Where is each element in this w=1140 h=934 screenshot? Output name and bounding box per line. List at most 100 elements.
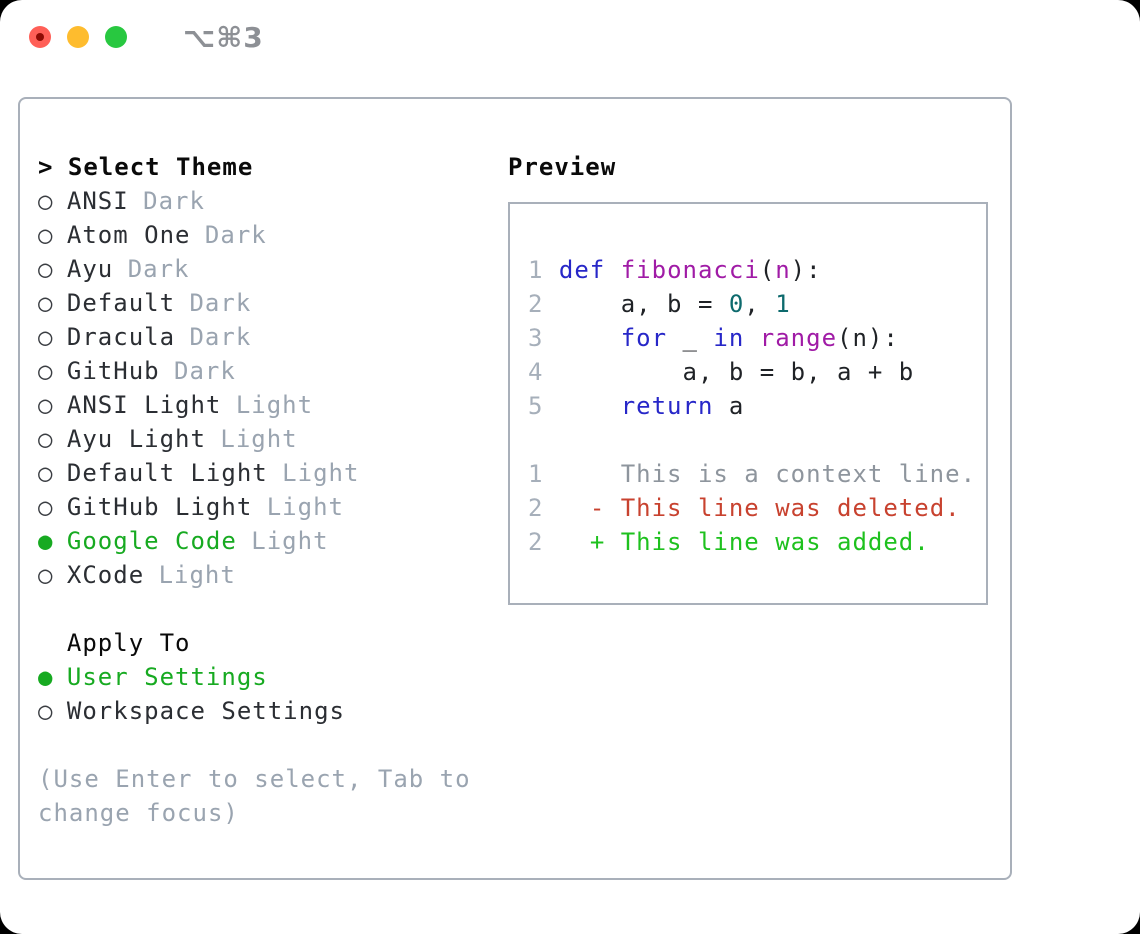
- theme-option[interactable]: ○ ANSI Dark: [38, 184, 508, 218]
- option-label: GitHub Light: [66, 493, 253, 521]
- minimize-button-icon[interactable]: [67, 26, 89, 48]
- apply-to-option[interactable]: ○ Workspace Settings: [38, 694, 508, 728]
- code-token: [543, 528, 589, 556]
- unselected-radio-icon: ○: [38, 221, 54, 249]
- code-token: [605, 256, 620, 284]
- code-token: 1: [775, 290, 791, 318]
- code-token: def: [558, 256, 606, 284]
- unsaved-dot-icon: [36, 33, 44, 41]
- selected-radio-icon: ●: [38, 663, 54, 691]
- line-number: 3: [528, 324, 544, 352]
- line-number: 5: [528, 392, 544, 420]
- theme-option[interactable]: ○ Ayu Dark: [38, 252, 508, 286]
- unselected-radio-icon: ○: [38, 425, 54, 453]
- titlebar: ⌥⌘3: [0, 0, 1140, 74]
- code-token: (: [759, 256, 776, 284]
- line-number: 1: [528, 460, 544, 488]
- option-label: ANSI Light: [66, 391, 222, 419]
- code-token: - This line was deleted.: [589, 494, 961, 522]
- code-token: in: [713, 324, 745, 352]
- code-token: for: [620, 324, 668, 352]
- option-label: GitHub: [66, 357, 160, 385]
- unselected-radio-icon: ○: [38, 323, 54, 351]
- select-theme-title: Select Theme: [67, 153, 254, 181]
- preview-code-line: 2 - This line was deleted.: [528, 491, 986, 525]
- theme-variant-label: Light: [220, 425, 298, 453]
- theme-variant-label: Light: [251, 527, 329, 555]
- option-label: Ayu: [66, 255, 114, 283]
- code-token: (n):: [837, 324, 899, 352]
- option-label: Default Light: [66, 459, 268, 487]
- help-text-line: (Use Enter to select, Tab to: [38, 765, 471, 793]
- theme-variant-label: Dark: [204, 221, 267, 249]
- preview-code-line: 2 a, b = 0, 1: [528, 287, 986, 321]
- help-text-line: change focus): [38, 799, 239, 827]
- code-token: 0: [728, 290, 745, 318]
- theme-variant-label: Dark: [189, 289, 252, 317]
- line-number: 1: [528, 256, 544, 284]
- window-title: ⌥⌘3: [183, 20, 264, 54]
- code-token: a: [713, 392, 745, 420]
- theme-variant-label: Light: [266, 493, 344, 521]
- code-token: n: [775, 256, 791, 284]
- help-text: (Use Enter to select, Tab to change focus…: [38, 762, 508, 830]
- theme-option[interactable]: ○ Ayu Light Light: [38, 422, 508, 456]
- unselected-radio-icon: ○: [38, 697, 54, 725]
- theme-variant-label: Light: [282, 459, 360, 487]
- focus-prompt-icon: >: [38, 153, 54, 181]
- apply-to-option[interactable]: ● User Settings: [38, 660, 508, 694]
- blank-line: [528, 423, 986, 457]
- preview-code-line: 3 for _ in range(n):: [528, 321, 986, 355]
- apply-to-section: Apply To ●User Settings○Workspace Settin…: [38, 626, 508, 728]
- apply-to-list: ● User Settings ○ Workspace Settings: [38, 660, 508, 728]
- line-number: 2: [528, 290, 544, 318]
- theme-variant-label: Dark: [174, 357, 236, 385]
- select-theme-header: > Select Theme: [38, 150, 508, 184]
- theme-option[interactable]: ○ GitHub Light Light: [38, 490, 508, 524]
- zoom-button-icon[interactable]: [105, 26, 127, 48]
- preview-code-line: 5 return a: [528, 389, 986, 423]
- unselected-radio-icon: ○: [38, 187, 54, 215]
- unselected-radio-icon: ○: [38, 289, 54, 317]
- option-label: Dracula: [66, 323, 176, 351]
- theme-variant-label: Light: [158, 561, 236, 589]
- preview-column: Preview 1 def fibonacci(n):2 a, b = 0, 1…: [508, 150, 1010, 878]
- preview-code-line: 4 a, b = b, a + b: [528, 355, 986, 389]
- option-label: User Settings: [66, 663, 268, 691]
- option-label: Ayu Light: [66, 425, 206, 453]
- code-token: fibonacci: [620, 256, 760, 284]
- theme-variant-label: Dark: [143, 187, 205, 215]
- unselected-radio-icon: ○: [38, 493, 54, 521]
- diff-preview: 1 This is a context line.2 - This line w…: [528, 457, 986, 559]
- code-token: [543, 324, 620, 352]
- close-button-icon[interactable]: [29, 26, 51, 48]
- code-token: + This line was added.: [589, 528, 930, 556]
- preview-header: Preview: [508, 153, 617, 181]
- preview-code-line: 1 def fibonacci(n):: [528, 253, 986, 287]
- code-token: [543, 256, 558, 284]
- theme-variant-label: Dark: [127, 255, 190, 283]
- unselected-radio-icon: ○: [38, 561, 54, 589]
- code-token: ,: [744, 290, 776, 318]
- code-token: return: [620, 392, 714, 420]
- code-token: ):: [790, 256, 822, 284]
- code-token: range: [759, 324, 838, 352]
- code-token: a, b = b, a + b: [543, 358, 915, 386]
- option-label: Workspace Settings: [66, 697, 345, 725]
- preview-code-line: 1 This is a context line.: [528, 457, 986, 491]
- unselected-radio-icon: ○: [38, 255, 54, 283]
- option-label: ANSI: [66, 187, 129, 215]
